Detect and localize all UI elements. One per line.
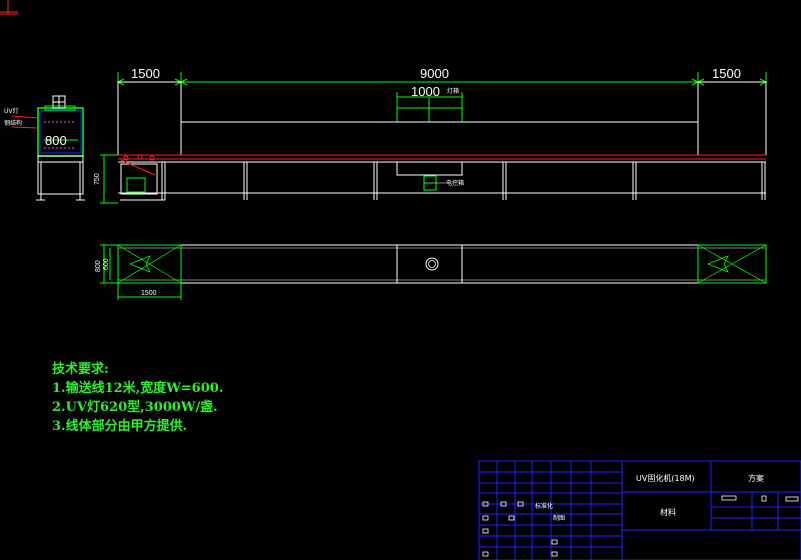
- notes-title: 技术要求:: [52, 362, 109, 377]
- lamp-tag-bottom: 电控箱: [446, 179, 464, 187]
- dim-left-section: 1500: [131, 66, 160, 81]
- tb-material: 材料: [660, 507, 676, 517]
- note-item-2: 2.UV灯620型,3000W/盏.: [52, 400, 218, 415]
- dim-right-section: 1500: [712, 66, 741, 81]
- height-dimension: [100, 154, 118, 204]
- end-view: [11, 95, 85, 201]
- dim-plan-width-inner: 600: [103, 258, 110, 270]
- tb-scheme: 方案: [748, 473, 764, 483]
- dim-end-view-width: 800: [45, 133, 67, 148]
- dim-middle-section: 9000: [420, 66, 449, 81]
- dim-lamp-section: 1000: [411, 84, 440, 99]
- tb-design-label: 制图: [553, 514, 565, 522]
- title-block: [478, 460, 801, 560]
- note-item-1: 1.输送线12米,宽度W=600.: [52, 381, 224, 396]
- plan-view: [100, 244, 767, 300]
- note-item-3: 3.线体部分由甲方提供.: [52, 419, 188, 434]
- technical-requirements: 技术要求: 1.输送线12米,宽度W=600. 2.UV灯620型,3000W/…: [52, 360, 223, 436]
- corner-mark: [0, 0, 18, 15]
- end-view-uv-label: UV灯: [4, 107, 19, 115]
- top-dimension-chain: [116, 72, 768, 155]
- tb-process-label: 标准化: [535, 502, 553, 510]
- elevation-view: [117, 81, 767, 201]
- end-view-side-label: 钢结构: [4, 119, 22, 127]
- dim-plan-bottom: 1500: [141, 290, 157, 297]
- dim-height: 750: [94, 173, 101, 185]
- dim-plan-width: 800: [95, 260, 102, 272]
- title-block-cells: [482, 495, 799, 557]
- lamp-tag-top: 灯箱: [447, 87, 459, 95]
- tb-drawing-name: UV固化机(18M): [636, 473, 695, 483]
